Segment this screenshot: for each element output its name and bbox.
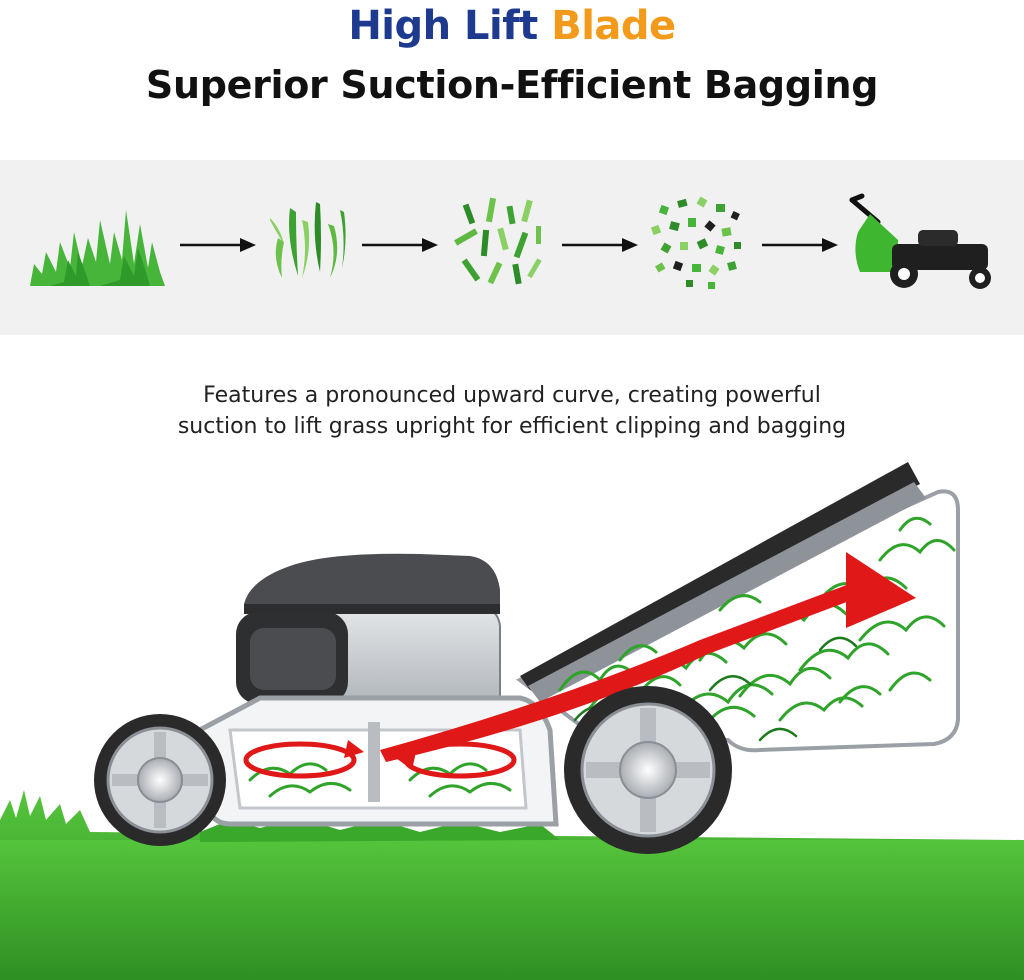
chopped-pieces-icon xyxy=(454,197,542,285)
page-subtitle: Superior Suction-Efficient Bagging xyxy=(145,63,879,107)
page-title: High Lift Blade xyxy=(0,2,1024,50)
arrow-right-icon xyxy=(562,238,638,252)
arrow-right-icon xyxy=(180,238,256,252)
mower-cutaway-illustration xyxy=(0,462,1024,980)
arrow-right-icon xyxy=(362,238,438,252)
feature-description: Features a pronounced upward curve, crea… xyxy=(0,380,1024,442)
rear-wheel xyxy=(94,714,226,846)
title-part-blue: High Lift xyxy=(348,3,538,49)
description-line-2: suction to lift grass upright for effici… xyxy=(177,414,847,439)
process-band xyxy=(0,160,1024,335)
engine xyxy=(236,553,501,711)
arrow-right-icon xyxy=(762,238,838,252)
front-wheel xyxy=(564,686,732,854)
grass-tuft-icon xyxy=(30,210,165,286)
description-line-1: Features a pronounced upward curve, crea… xyxy=(203,383,821,408)
lawn-mower-icon xyxy=(849,193,991,289)
lawn xyxy=(0,790,1024,980)
title-part-orange: Blade xyxy=(551,3,676,49)
airflow-arrow xyxy=(380,552,916,762)
cut-blades-icon xyxy=(270,202,346,278)
mulch-fragments-icon xyxy=(650,196,741,289)
